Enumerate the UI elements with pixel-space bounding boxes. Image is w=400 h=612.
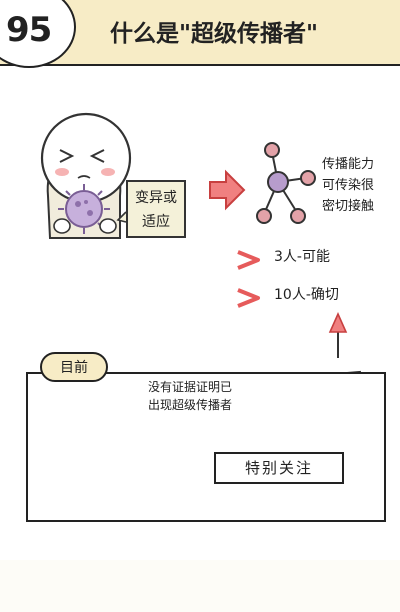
level-possible-text: 3人-可能 <box>274 249 330 265</box>
special-attention-label: 特别关注 <box>214 452 344 484</box>
arrow-right-icon <box>209 169 246 211</box>
spread-network-illustration <box>256 142 316 224</box>
chevron-right-icon <box>237 250 260 270</box>
evidence-line: 没有证据证明已 <box>148 380 233 394</box>
level-confirmed-text: 10人-确切 <box>274 287 339 303</box>
symptom-label-line: 变异或 <box>135 190 177 206</box>
page-title: 什么是"超级传播者" <box>110 21 318 47</box>
spread-note-line: 可传染很 <box>322 178 375 193</box>
symptom-label: 变异或 适应 <box>126 180 186 238</box>
symptom-label-line: 适应 <box>142 214 170 230</box>
card-number: 95 <box>6 10 52 50</box>
spread-note-line: 密切接触 <box>322 199 375 214</box>
current-status-panel <box>26 372 386 522</box>
evidence-line: 出现超级传播者 <box>148 398 233 412</box>
current-tag: 目前 <box>40 352 108 382</box>
footer-background <box>0 560 400 612</box>
evidence-note: 没有证据证明已 出现超级传播者 <box>148 378 232 414</box>
spread-note-line: 传播能力 <box>322 157 375 172</box>
chevron-right-icon <box>237 288 260 308</box>
arrow-up-icon <box>328 312 348 333</box>
spread-ability-note: 传播能力 可传染很 密切接触 <box>322 154 374 217</box>
